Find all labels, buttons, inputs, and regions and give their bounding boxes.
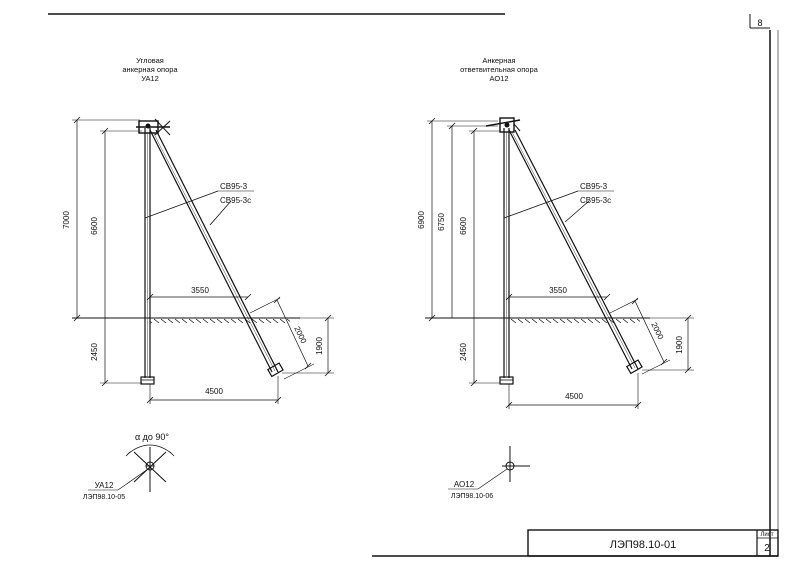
right-dim-strut-slant-text: 2000 — [649, 321, 665, 341]
right-plan-ref: ЛЭП98.10-06 — [451, 493, 493, 500]
right-dim-below-ground — [469, 318, 500, 387]
right-top-crossarm — [485, 117, 521, 133]
page-number: 8 — [757, 18, 762, 28]
right-dim-strut-depth-text: 1900 — [675, 336, 684, 354]
left-tower-drawing: СВ95-3 СВ95-3с 7000 6600 2450 3550 — [62, 116, 334, 404]
left-dim-strut-offset-text: 3550 — [191, 286, 209, 295]
left-dim-strut-slant-text: 2000 — [292, 325, 308, 345]
right-pole — [503, 128, 510, 378]
right-ground-hatch — [510, 318, 640, 323]
left-cable-label-1: СВ95-3 — [220, 182, 248, 191]
right-cable-leader-2 — [564, 200, 590, 223]
left-title-line-3: УА12 — [141, 74, 159, 83]
right-dim-mid-height-text: 6750 — [437, 213, 446, 231]
right-title-line-2: ответвительная опора — [460, 65, 538, 74]
sheet-label: Лист — [760, 532, 773, 538]
right-dim-base-width-text: 4500 — [565, 392, 583, 401]
document-code: ЛЭП98.10-01 — [610, 539, 676, 551]
right-dim-strut-offset-text: 3550 — [549, 286, 567, 295]
left-plan-angle-label: α до 90° — [135, 432, 169, 442]
right-drawing-title: Анкерная ответвительная опора АО12 — [439, 56, 559, 83]
left-title-line-1: Угловая — [136, 56, 164, 65]
right-dim-strut-offset — [505, 293, 611, 301]
left-dim-below-ground — [100, 318, 142, 387]
title-block — [527, 529, 779, 557]
right-dim-upper-height-text: 6600 — [459, 217, 468, 235]
left-dim-strut-depth — [282, 314, 334, 377]
left-dim-total-height-text: 7000 — [62, 211, 71, 229]
left-dim-base-width-text: 4500 — [205, 387, 223, 396]
right-dim-below-ground-text: 2450 — [459, 343, 468, 361]
left-title-line-2: анкерная опора — [122, 65, 178, 74]
left-cable-label-2: СВ95-3с — [220, 196, 251, 205]
right-dim-strut-depth — [642, 314, 694, 374]
left-dim-total-height — [72, 116, 140, 322]
left-cable-leader-2 — [209, 200, 232, 226]
left-plan-mark: УА12 — [95, 481, 114, 490]
right-plan-mark: АО12 — [454, 480, 475, 489]
right-tower-drawing: СВ95-3 СВ95-3с 6900 6750 6600 — [417, 117, 694, 409]
left-dim-strut-depth-text: 1900 — [315, 337, 324, 355]
left-top-crossarm — [136, 118, 171, 136]
left-plan-symbol — [88, 444, 175, 492]
left-dim-strut-offset — [146, 293, 252, 301]
right-plan-symbol — [448, 446, 530, 490]
left-ground-hatch — [150, 318, 290, 323]
right-title-line-1: Анкерная — [482, 56, 516, 65]
left-dim-strut-slant — [249, 296, 315, 380]
right-cable-label-2: СВ95-3с — [580, 196, 611, 205]
right-dim-mid-height — [447, 122, 498, 318]
left-cable-leader-1 — [144, 190, 219, 219]
right-cable-label-1: СВ95-3 — [580, 182, 608, 191]
right-dim-base-width — [505, 373, 642, 409]
left-pole — [144, 128, 151, 378]
left-dim-upper-height — [100, 127, 142, 318]
left-dim-upper-height-text: 6600 — [90, 217, 99, 235]
left-strut — [149, 129, 279, 373]
right-pole-base — [499, 376, 514, 385]
right-title-line-3: АО12 — [489, 74, 509, 83]
left-drawing-title: Угловая анкерная опора УА12 — [90, 56, 210, 83]
right-dim-strut-slant — [609, 297, 671, 375]
left-pole-base — [140, 376, 155, 385]
left-dim-below-ground-text: 2450 — [90, 343, 99, 361]
left-plan-ref: ЛЭП98.10-05 — [83, 494, 125, 501]
left-dim-base-width — [146, 376, 282, 404]
right-dim-total-height — [427, 117, 498, 322]
right-cable-leader-1 — [503, 190, 579, 219]
right-dim-total-height-text: 6900 — [417, 211, 426, 229]
left-strut-base — [266, 362, 284, 378]
right-strut — [508, 129, 639, 370]
right-strut-base — [625, 359, 643, 375]
right-dim-upper-height — [469, 127, 500, 318]
sheet-number: 2 — [764, 543, 770, 554]
